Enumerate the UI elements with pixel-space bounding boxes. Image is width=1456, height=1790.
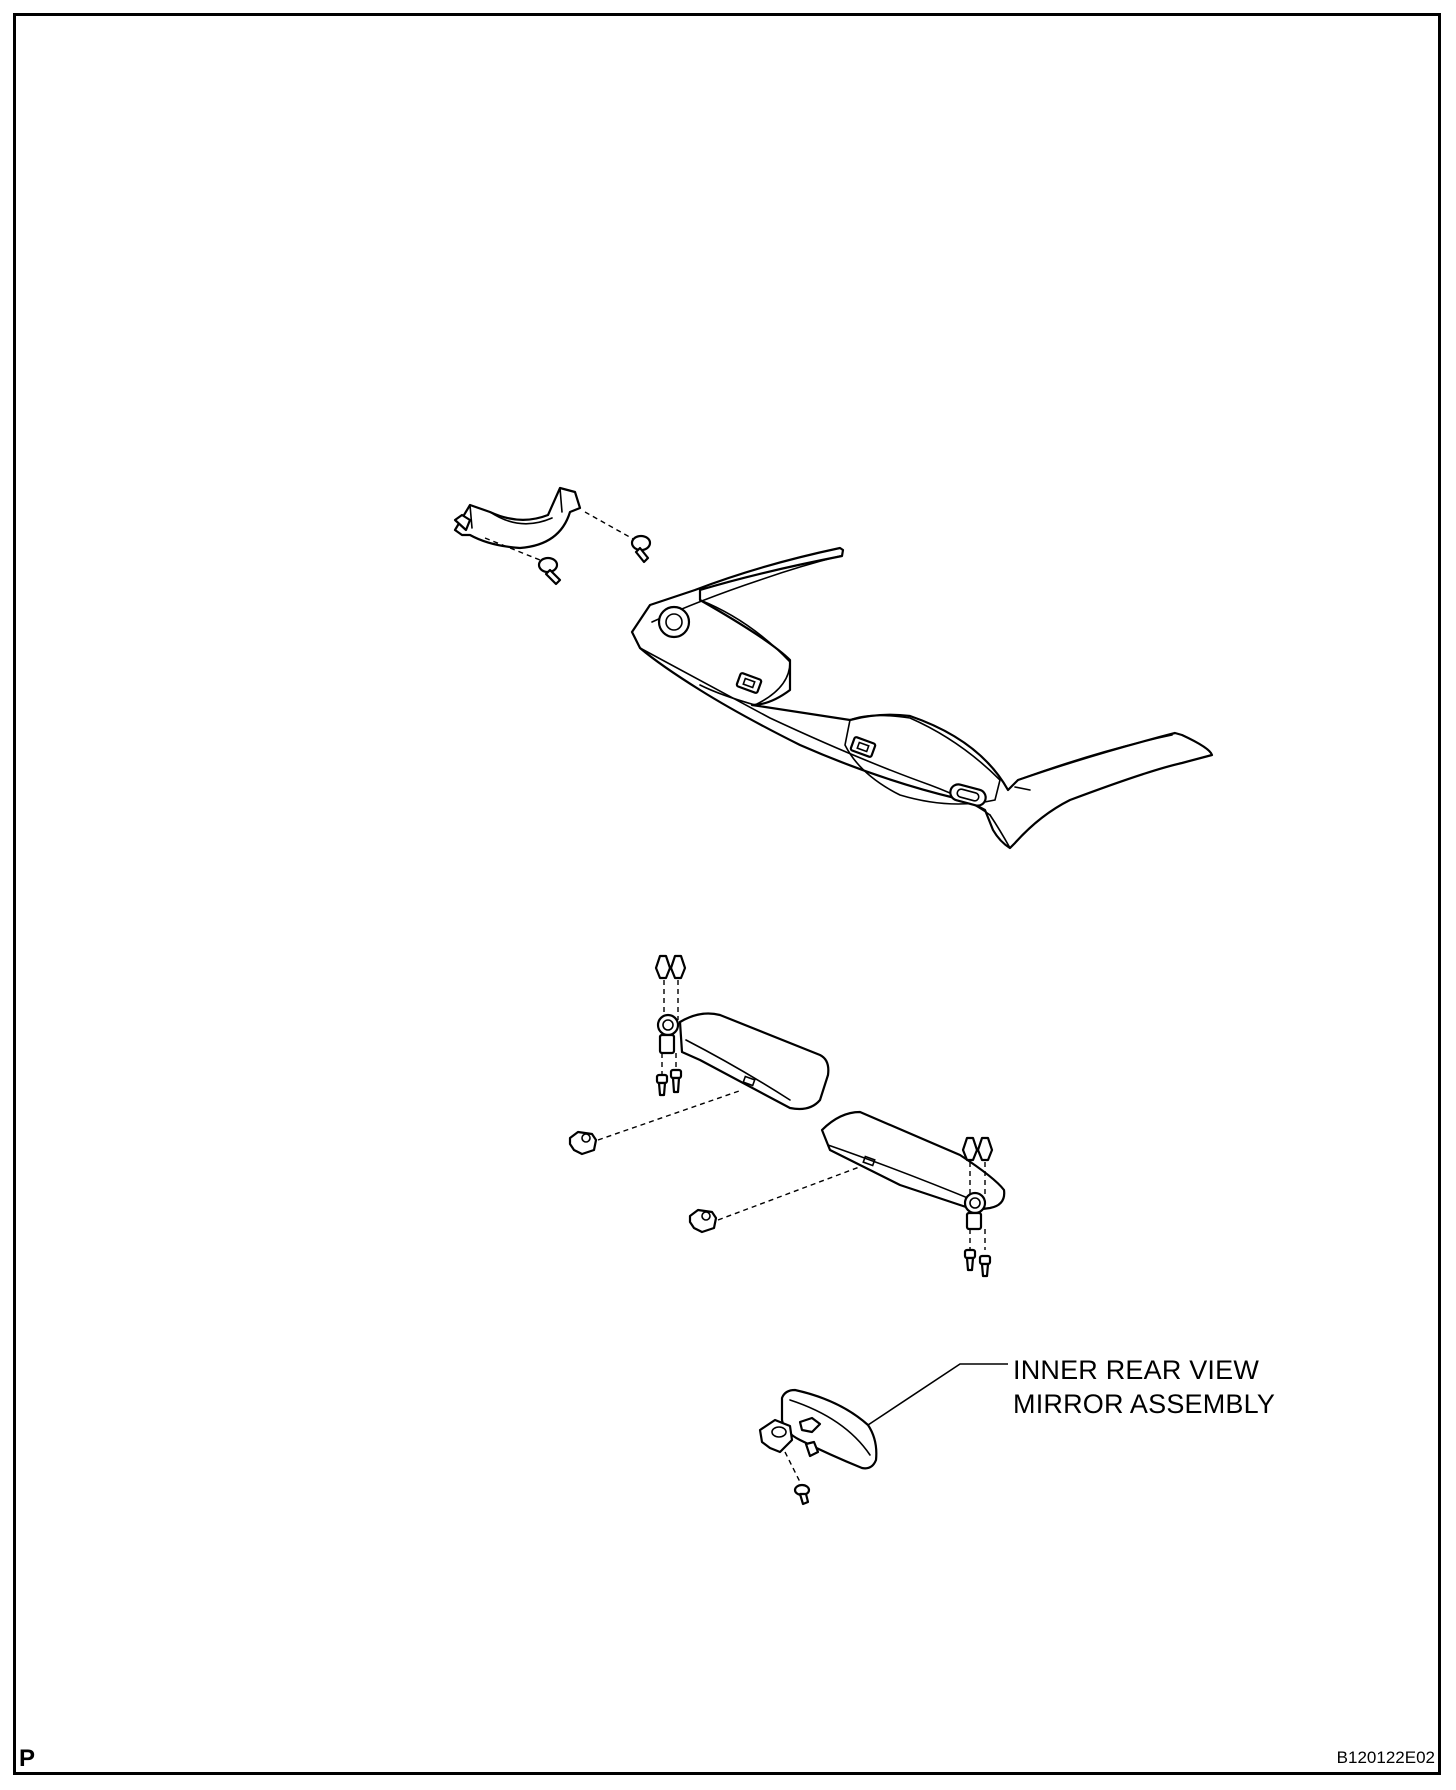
- inner-rear-view-mirror: [758, 1388, 878, 1470]
- left-visor-holder: [654, 954, 687, 1020]
- right-sun-visor: [820, 1110, 1006, 1231]
- right-visor-clip-guide: [717, 1165, 863, 1221]
- grip-screw-2: [630, 534, 652, 564]
- mirror-screw-guide: [784, 1451, 801, 1483]
- grip-screw-1: [537, 556, 562, 586]
- callout-line-1: INNER REAR VIEW: [1013, 1355, 1260, 1385]
- figure-code: B120122E02: [1336, 1748, 1435, 1767]
- mirror-callout-label: INNER REAR VIEW MIRROR ASSEMBLY: [1013, 1353, 1275, 1421]
- grip-screw-guide-1: [484, 537, 541, 561]
- right-visor-holder: [961, 1136, 994, 1250]
- right-visor-support-clip: [688, 1208, 718, 1234]
- left-sun-visor: [656, 1012, 830, 1111]
- right-visor-screw-2: [978, 1254, 992, 1278]
- mirror-screw: [793, 1483, 811, 1506]
- left-visor-clip-guide: [597, 1089, 743, 1141]
- roof-headlining: [630, 546, 1214, 850]
- left-visor-screw-2: [669, 1068, 683, 1094]
- callout-line-2: MIRROR ASSEMBLY: [1013, 1389, 1276, 1419]
- right-visor-screw-1: [963, 1248, 977, 1272]
- grip-screw-guide-2: [584, 511, 636, 541]
- assist-grip: [453, 486, 582, 550]
- left-visor-support-clip: [568, 1130, 598, 1156]
- left-visor-screw-1: [655, 1073, 669, 1097]
- corner-mark: P: [19, 1745, 36, 1772]
- drawing-border: [13, 13, 1441, 1775]
- callout-leader-line: [867, 1363, 1008, 1426]
